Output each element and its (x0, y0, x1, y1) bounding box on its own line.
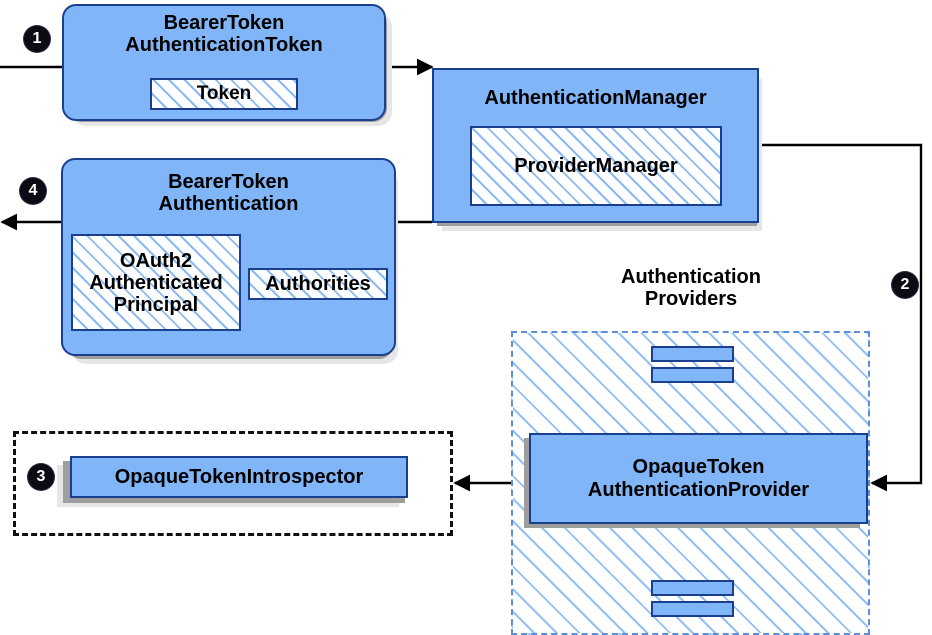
badge-step-2-number: 2 (900, 276, 910, 293)
authentication-manager-title: AuthenticationManager (484, 87, 707, 109)
provider-bar-bottom-2 (651, 601, 734, 617)
provider-bar-top-2 (651, 367, 734, 383)
opaque-token-introspector-title: OpaqueTokenIntrospector (114, 465, 364, 488)
oauth2-authenticated-principal-box[interactable]: OAuth2 Authenticated Principal (71, 234, 241, 331)
authorities-label: Authorities (265, 273, 371, 295)
token-inner-label: Token (196, 82, 252, 104)
opaque-token-authentication-provider-title: OpaqueToken AuthenticationProvider (587, 456, 810, 501)
manager-to-provider-arrow (760, 143, 923, 492)
provider-bar-top-1 (651, 346, 734, 362)
introspector-group (13, 431, 453, 536)
provider-manager-inner-box[interactable]: ProviderManager (470, 126, 722, 206)
badge-step-2: 2 (892, 272, 918, 298)
token-inner-box[interactable]: Token (150, 78, 298, 110)
badge-step-4-number: 4 (28, 182, 38, 199)
badge-step-1: 1 (24, 26, 50, 52)
opaque-token-introspector-node[interactable]: OpaqueTokenIntrospector (70, 456, 408, 498)
provider-bar-bottom-1 (651, 580, 734, 596)
opaque-token-authentication-provider-node[interactable]: OpaqueToken AuthenticationProvider (529, 433, 868, 524)
authorities-box[interactable]: Authorities (248, 268, 388, 300)
badge-step-3: 3 (28, 464, 54, 490)
authentication-providers-label: Authentication Providers (621, 266, 761, 311)
provider-manager-inner-label: ProviderManager (514, 155, 678, 177)
bearer-token-authentication-title: BearerToken Authentication (158, 171, 299, 216)
badge-step-1-number: 1 (32, 30, 42, 47)
badge-step-4: 4 (20, 178, 46, 204)
badge-step-3-number: 3 (36, 468, 46, 485)
bearer-token-authentication-token-title: BearerToken AuthenticationToken (125, 12, 323, 57)
oauth2-authenticated-principal-label: OAuth2 Authenticated Principal (89, 249, 223, 316)
